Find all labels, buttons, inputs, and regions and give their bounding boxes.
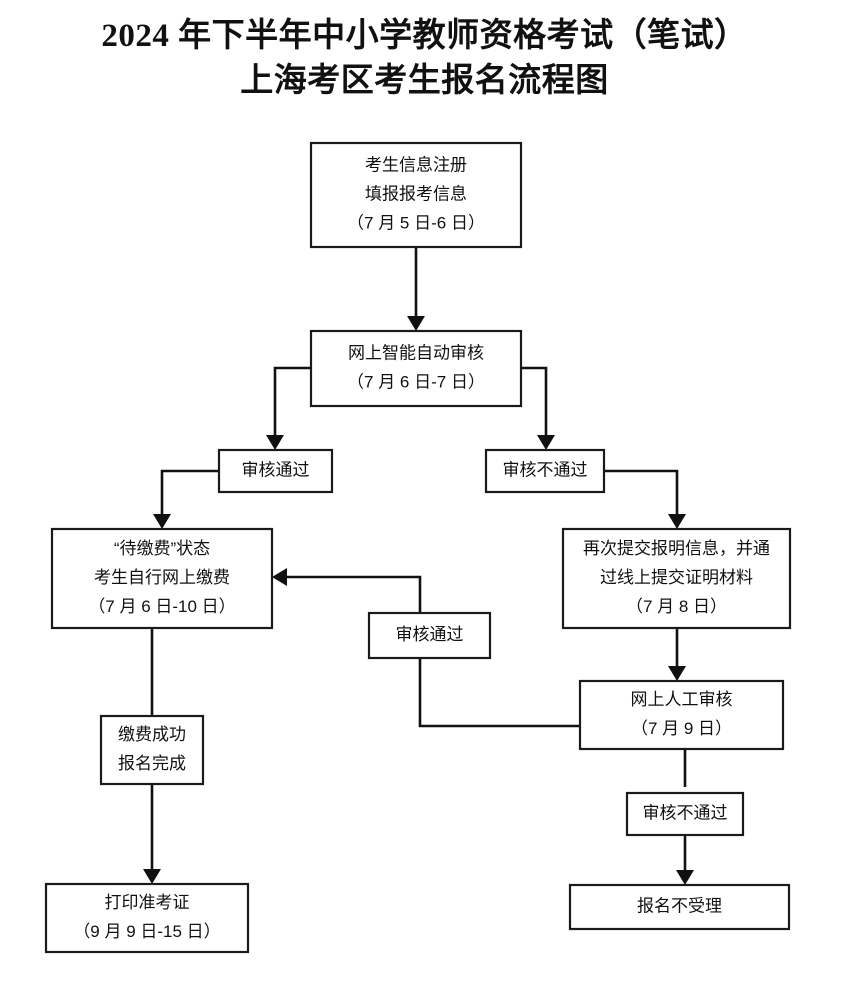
- connector-fail2-to-rejected: [676, 835, 694, 885]
- connector-line: [160, 469, 219, 523]
- node-box[interactable]: [309, 329, 523, 408]
- node-box[interactable]: [367, 611, 492, 660]
- node-not_accepted[interactable]: 报名不受理: [568, 883, 791, 931]
- connector-line: [273, 366, 311, 444]
- node-auto_review[interactable]: 网上智能自动审核 （7 月 6 日-7 日）: [309, 329, 523, 408]
- node-label-line: 考生自行网上缴费: [94, 568, 230, 587]
- node-label-line: （7 月 6 日-10 日）: [88, 597, 235, 616]
- node-label-line: 报名不受理: [637, 896, 722, 915]
- node-fail_2[interactable]: 审核不通过: [625, 791, 745, 837]
- arrow-head-icon: [407, 316, 425, 331]
- node-label-line: （7 月 6 日-7 日）: [347, 372, 485, 391]
- node-label-line: 审核不通过: [503, 460, 588, 479]
- node-fail_1[interactable]: 审核不通过: [484, 448, 606, 494]
- connector-layer: [143, 247, 694, 885]
- node-print_ticket[interactable]: 打印准考证 （9 月 9 日-15 日）: [44, 882, 250, 954]
- node-label-line: 报名完成: [118, 754, 186, 773]
- connector-paid-to-print: [143, 784, 161, 884]
- connector-auto-left-to-pass1: [266, 366, 311, 450]
- connector-pass1-to-payment: [153, 469, 219, 529]
- node-box[interactable]: [561, 527, 792, 630]
- node-label-line: 过线上提交证明材料: [600, 568, 753, 587]
- connector-line: [521, 366, 548, 444]
- node-box[interactable]: [50, 527, 274, 630]
- node-label-line: 再次提交报明信息，并通: [583, 539, 770, 558]
- arrow-head-icon: [676, 870, 694, 885]
- connector-line: [604, 469, 679, 523]
- node-box[interactable]: [99, 714, 205, 786]
- node-label-line: （7 月 9 日）: [631, 719, 732, 738]
- connector-fail1-to-resubmit: [604, 469, 686, 529]
- node-box[interactable]: [484, 448, 606, 494]
- page-title-line-2: 上海考区考生报名流程图: [240, 63, 609, 99]
- node-label-line: 审核通过: [242, 460, 310, 479]
- node-box[interactable]: [44, 882, 250, 954]
- node-label-line: 考生信息注册: [365, 155, 467, 174]
- node-label-line: 填报报考信息: [365, 184, 467, 203]
- node-label-line: “待缴费”状态: [114, 539, 210, 558]
- node-label-line: （7 月 5 日-6 日）: [347, 213, 485, 232]
- node-box[interactable]: [625, 791, 745, 837]
- node-label-line: 打印准考证: [105, 893, 190, 912]
- arrow-head-icon: [266, 435, 284, 450]
- arrow-head-icon: [668, 666, 686, 681]
- node-label-line: 审核不通过: [643, 803, 728, 822]
- node-box[interactable]: [217, 448, 334, 494]
- arrow-head-icon: [537, 435, 555, 450]
- node-label-line: 网上人工审核: [631, 690, 733, 709]
- node-label-line: （7 月 8 日）: [626, 597, 727, 616]
- arrow-head-icon: [668, 514, 686, 529]
- connector-auto-right-to-fail1: [521, 366, 555, 450]
- page-title: 2024 年下半年中小学教师资格考试（笔试） 上海考区考生报名流程图: [0, 14, 849, 104]
- connector-register-to-auto: [407, 247, 425, 331]
- node-box[interactable]: [578, 679, 785, 751]
- node-label-line: 缴费成功: [118, 725, 186, 744]
- arrow-head-icon: [143, 869, 161, 884]
- node-label-line: （9 月 9 日-15 日）: [73, 922, 220, 941]
- arrow-head-icon: [153, 514, 171, 529]
- node-manual_review[interactable]: 网上人工审核 （7 月 9 日）: [578, 679, 785, 751]
- node-label-line: 网上智能自动审核: [348, 343, 484, 362]
- node-box[interactable]: [568, 883, 791, 931]
- page-title-line-1: 2024 年下半年中小学教师资格考试（笔试）: [101, 18, 748, 54]
- node-pass_1[interactable]: 审核通过: [217, 448, 334, 494]
- node-box[interactable]: [309, 141, 523, 249]
- node-pass_2[interactable]: 审核通过: [367, 611, 492, 660]
- connector-resubmit-to-manual: [668, 628, 686, 681]
- arrow-head-icon: [272, 568, 287, 586]
- node-label-line: 审核通过: [396, 625, 464, 644]
